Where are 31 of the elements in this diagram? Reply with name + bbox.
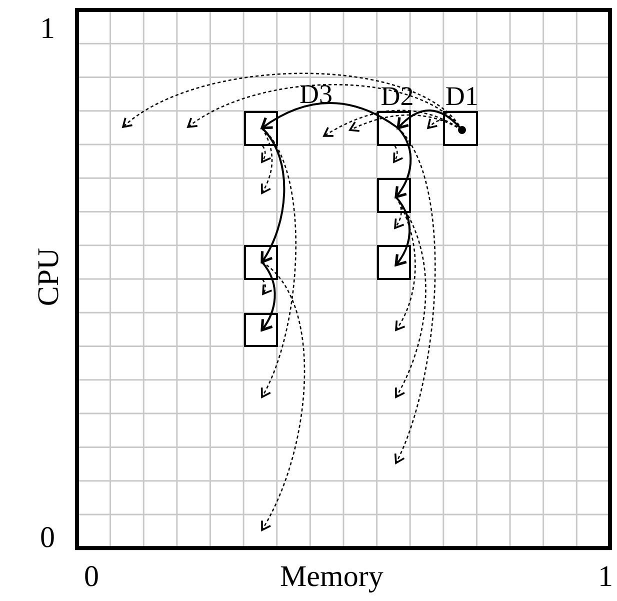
arrow: [393, 146, 404, 163]
arrow: [395, 196, 416, 331]
state-label: D2: [380, 82, 414, 110]
arrow: [262, 279, 272, 295]
axis-tick-label: 1: [40, 14, 55, 44]
arrow: [260, 262, 306, 531]
arrow: [394, 196, 426, 398]
state-label: D1: [445, 82, 478, 110]
arrow: [260, 128, 273, 194]
arrow: [394, 196, 410, 266]
arrow: [260, 128, 296, 398]
arrow: [260, 127, 286, 264]
state-square: [244, 245, 278, 280]
axis-tick-label: 0: [40, 523, 55, 553]
arrow: [187, 84, 462, 130]
arrow: [122, 72, 462, 130]
axis-tick-label: 0: [84, 562, 99, 592]
arrow: [394, 127, 412, 198]
axis-title: Memory: [280, 562, 384, 592]
axis-tick-label: 1: [598, 562, 613, 592]
state-square: [244, 312, 278, 348]
state-square: [376, 245, 412, 280]
arrow: [261, 146, 272, 163]
arrow: [260, 102, 399, 130]
arrow: [427, 118, 445, 129]
state-square: [376, 178, 412, 213]
arrow: [260, 261, 276, 332]
axis-title: CPU: [34, 248, 64, 306]
state-label: D3: [300, 80, 333, 108]
arrow: [394, 128, 436, 464]
arrow: [396, 110, 463, 131]
